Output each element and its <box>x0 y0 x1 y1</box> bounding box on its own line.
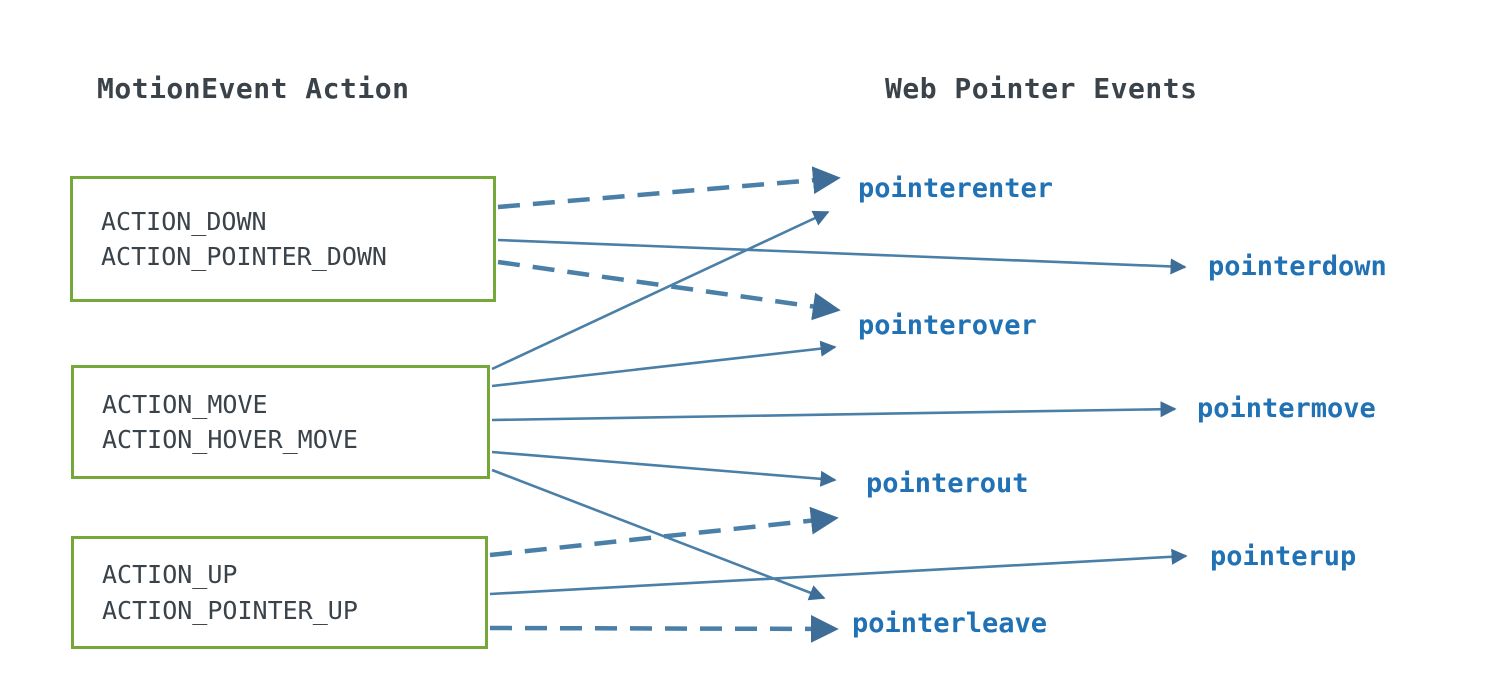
edge-up-to-pointerleave <box>489 614 839 643</box>
edge-move-to-pointerout <box>491 450 837 487</box>
edge-down-to-pointerdown <box>497 238 1187 275</box>
event-label-pointerover[interactable]: pointerover <box>858 310 1037 341</box>
edge-up-to-pointerout <box>489 506 839 558</box>
edge-down-to-pointerenter <box>497 166 841 210</box>
action-box-move[interactable]: ACTION_MOVE ACTION_HOVER_MOVE <box>71 365 490 479</box>
column-header-motionevent-action: MotionEvent Action <box>97 72 410 105</box>
action-label-action-move: ACTION_MOVE <box>102 389 268 419</box>
event-label-pointerup[interactable]: pointerup <box>1210 541 1357 572</box>
action-box-up[interactable]: ACTION_UP ACTION_POINTER_UP <box>71 536 488 649</box>
event-label-pointerenter[interactable]: pointerenter <box>858 173 1054 204</box>
action-label-action-down: ACTION_DOWN <box>101 206 267 236</box>
event-label-pointermove[interactable]: pointermove <box>1197 393 1376 424</box>
edge-up-to-pointerup <box>489 548 1188 596</box>
event-label-pointerleave[interactable]: pointerleave <box>852 608 1048 639</box>
event-label-pointerout[interactable]: pointerout <box>866 468 1029 499</box>
edge-down-to-pointerover <box>497 259 841 321</box>
action-label-action-hover-move: ACTION_HOVER_MOVE <box>102 425 358 454</box>
edge-move-to-pointerleave <box>491 468 826 601</box>
edge-move-to-pointerenter <box>491 210 830 371</box>
action-label-action-up: ACTION_UP <box>102 560 238 589</box>
action-box-down[interactable]: ACTION_DOWN ACTION_POINTER_DOWN <box>70 176 496 302</box>
event-label-pointerdown[interactable]: pointerdown <box>1208 251 1387 282</box>
action-label-action-pointer-down: ACTION_POINTER_DOWN <box>101 242 387 271</box>
column-header-web-pointer-events: Web Pointer Events <box>885 72 1198 105</box>
action-label-action-pointer-up: ACTION_POINTER_UP <box>102 595 358 625</box>
edge-move-to-pointerover <box>491 340 837 388</box>
edge-move-to-pointermove <box>491 401 1177 422</box>
